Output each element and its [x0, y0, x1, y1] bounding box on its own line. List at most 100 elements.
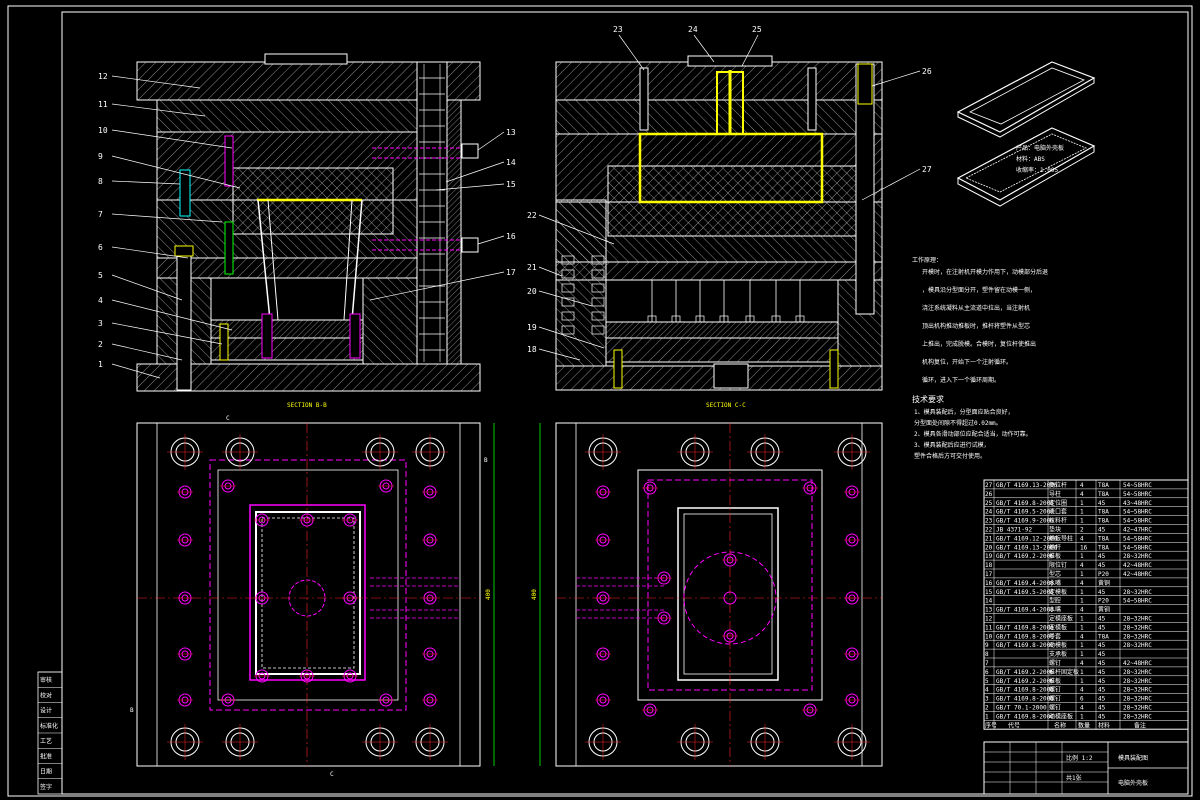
work-process-line: 开模时，在注射机开模力作用下，动模部分后退	[922, 268, 1048, 276]
bom-name: 支承板	[1049, 650, 1067, 658]
bom-qty: 1	[1080, 651, 1084, 658]
screw-c-2	[807, 67, 817, 131]
bom-mat: 45	[1098, 660, 1106, 667]
bom-mat: T8A	[1098, 482, 1109, 489]
cavity-plate	[156, 99, 418, 133]
plan-view-fixed-half: 400	[531, 422, 883, 767]
guide-pin-head	[174, 245, 194, 257]
work-process-line: 上推出，完成脱模。合模时，复位杆使推出	[922, 340, 1036, 348]
bom-note: 28~32HRC	[1123, 669, 1152, 676]
bom-no: 23	[985, 518, 993, 525]
runner-outline	[638, 132, 824, 204]
bom-mat: 45	[1098, 589, 1106, 596]
bom-qty: 1	[1080, 616, 1084, 623]
bom-note: 28~32HRC	[1123, 713, 1152, 720]
signature-label: 审核	[40, 676, 52, 684]
product-note-3: 收缩率：1.005	[1016, 166, 1058, 174]
bom-qty: 1	[1080, 624, 1084, 631]
part-number-label: 3	[98, 319, 103, 328]
section-mark-b-right: B	[484, 457, 488, 464]
bom-note: 28~32HRC	[1123, 642, 1152, 649]
bom-name: 螺钉	[1049, 686, 1061, 694]
ladder-rung-c2	[591, 325, 605, 335]
bom-mat: T8A	[1098, 509, 1109, 516]
bom-mat: T8A	[1098, 633, 1109, 640]
section-mark-c-top: C	[226, 415, 230, 422]
bom-std: GB/T 4169.8-2006	[996, 713, 1054, 720]
cavity-insert	[232, 167, 394, 201]
bom-qty: 6	[1080, 696, 1084, 703]
ladder-rung-c2	[591, 255, 605, 265]
part-number-label: 24	[688, 25, 698, 34]
bom-name: 动模板	[1049, 641, 1067, 649]
bom-name: 推板	[1049, 677, 1061, 685]
support-plate	[156, 257, 418, 279]
part-number-label: 10	[98, 126, 108, 135]
bom-mat: T8A	[1098, 535, 1109, 542]
product-isometric-top	[956, 61, 1096, 138]
ladder-rung-c	[561, 269, 575, 279]
bom-note: 54~58HRC	[1123, 544, 1152, 551]
product-notes: 产品：电脑外壳板 材料：ABS 收缩率：1.005	[1016, 144, 1064, 174]
bom-qty: 4	[1080, 705, 1084, 712]
cavity-plate-c	[555, 99, 883, 135]
bom-no: 25	[985, 500, 993, 507]
section-c-view: SECTION C-C	[555, 55, 883, 409]
bom-mat: 45	[1098, 651, 1106, 658]
bom-qty: 4	[1080, 687, 1084, 694]
ejector-bolt-1	[261, 313, 273, 359]
bom-mat: 45	[1098, 705, 1106, 712]
plan-view-moving-half: 400 C B B C	[130, 415, 495, 778]
bom-std: GB/T 4169.8-2006	[996, 633, 1054, 640]
bom-note: 28~32HRC	[1123, 633, 1152, 640]
bom-no: 10	[985, 633, 993, 640]
bom-no: 5	[985, 678, 989, 685]
bom-name: 螺钉	[1049, 704, 1061, 712]
bom-qty: 4	[1080, 607, 1084, 614]
bom-name: 拉料杆	[1049, 517, 1067, 525]
work-process-line: 顶出机构推动推板时，推杆将塑件从型芯	[922, 322, 1030, 330]
bom-std: GB/T 4169.13-2006	[996, 482, 1058, 489]
locating-ring	[264, 53, 348, 65]
bom-qty: 1	[1080, 509, 1084, 516]
side-support	[446, 99, 462, 365]
bom-qty: 1	[1080, 553, 1084, 560]
part-number-label: 6	[98, 243, 103, 252]
bom-name: 推板	[1049, 552, 1061, 560]
bom-no: 18	[985, 562, 993, 569]
bottom-clamp-plate	[136, 363, 481, 392]
part-number-label: 16	[506, 232, 516, 241]
part-number-label: 22	[527, 211, 537, 220]
scale-label: 比例 1:2	[1066, 754, 1093, 762]
bom-note: 43~48HRC	[1123, 500, 1152, 507]
part-number-label: 9	[98, 152, 103, 161]
spacer-left-c	[555, 199, 607, 367]
bom-name: 型腔	[1049, 597, 1061, 605]
bom-std: GB/T 4169.2-2006	[996, 669, 1054, 676]
bom-mat: 黄铜	[1098, 579, 1110, 587]
bom-std: GB/T 4169.5-2006	[996, 509, 1054, 516]
bom-note: 54~58HRC	[1123, 518, 1152, 525]
bom-qty: 4	[1080, 535, 1084, 542]
bom-std: GB/T 4169.8-2006	[996, 642, 1054, 649]
return-screw-1	[219, 323, 229, 361]
section-b-view: SECTION B-B	[136, 53, 481, 409]
work-process-title: 工作原理：	[912, 256, 942, 264]
bom-qty: 1	[1080, 500, 1084, 507]
bom-note: 28~32HRC	[1123, 705, 1152, 712]
water-nozzle-13	[461, 143, 479, 159]
bom-mat: 45	[1098, 696, 1106, 703]
bom-qty: 1	[1080, 589, 1084, 596]
product-note-1: 产品：电脑外壳板	[1016, 144, 1064, 152]
bom-note: 28~32HRC	[1123, 696, 1152, 703]
bom-note: 42~47HRC	[1123, 527, 1152, 534]
bom-note: 42~48HRC	[1123, 562, 1152, 569]
section-mark-c-bottom: C	[330, 771, 334, 778]
bom-name: 限位钉	[1049, 561, 1067, 569]
bom-std: GB/T 4169.8-2006	[996, 500, 1054, 507]
ejector-pin-head	[745, 315, 755, 323]
part-number-label: 1	[98, 360, 103, 369]
ladder-rung-c	[561, 325, 575, 335]
bom-note: 54~58HRC	[1123, 535, 1152, 542]
